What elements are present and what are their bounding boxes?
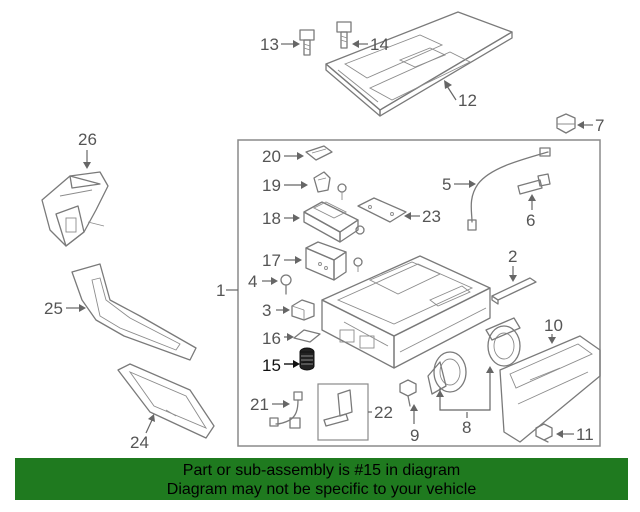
main-assembly-body — [321, 255, 491, 369]
part-18-module — [303, 201, 359, 243]
callout-13: 13 — [260, 35, 279, 54]
callout-19: 19 — [262, 176, 281, 195]
callout-3: 3 — [262, 301, 271, 320]
callout-2: 2 — [508, 247, 517, 266]
callout-14: 14 — [370, 35, 389, 54]
footer-line-1: Part or sub-assembly is #15 in diagram — [182, 462, 461, 479]
part-24-lower-bracket — [117, 363, 215, 439]
part-20-clip — [305, 145, 333, 161]
callout-16: 16 — [262, 329, 281, 348]
part-21-wire — [269, 391, 303, 429]
part-4-screw — [280, 274, 292, 295]
part-13-bolt — [299, 29, 315, 56]
callout-23: 23 — [422, 207, 441, 226]
part-10-cover — [499, 335, 601, 443]
callout-7: 7 — [595, 116, 604, 135]
part-2-bar — [491, 277, 537, 305]
callout-4: 4 — [248, 272, 257, 291]
part-9-bolt — [399, 379, 417, 407]
callout-18: 18 — [262, 209, 281, 228]
part-3-connector — [291, 299, 315, 321]
part-7-nut — [556, 113, 576, 134]
part-5-cable — [467, 147, 551, 231]
footer-banner: Part or sub-assembly is #15 in diagram D… — [15, 458, 628, 500]
part-19-bracket — [313, 171, 331, 193]
part-16-pad — [293, 329, 321, 343]
part-14-bolt — [336, 21, 352, 49]
callout-15: 15 — [262, 356, 281, 375]
part-23-plate — [357, 197, 407, 223]
callout-6: 6 — [526, 211, 535, 230]
part-17-module — [305, 241, 347, 281]
part-25-long-bracket — [71, 263, 197, 361]
part-22-kit — [323, 389, 353, 427]
callout-21: 21 — [250, 395, 269, 414]
part-6-bolt — [517, 173, 551, 195]
callout-25: 25 — [44, 299, 63, 318]
callout-8: 8 — [462, 418, 471, 437]
callout-12: 12 — [458, 91, 477, 110]
callout-5: 5 — [442, 175, 451, 194]
callout-17: 17 — [262, 251, 281, 270]
callout-10: 10 — [544, 316, 563, 335]
footer-line-2: Diagram may not be specific to your vehi… — [166, 481, 477, 498]
callout-24: 24 — [130, 433, 149, 452]
callout-26: 26 — [78, 130, 97, 149]
callout-9: 9 — [410, 426, 419, 445]
part-15-highlighted — [299, 347, 315, 371]
part-11-bolt — [535, 423, 553, 443]
callout-11: 11 — [576, 425, 594, 444]
callout-20: 20 — [262, 147, 281, 166]
part-26-bracket — [41, 171, 109, 247]
part-12-tray — [325, 11, 513, 117]
assembly-frame — [237, 139, 601, 447]
part-8-duct — [427, 317, 521, 395]
callout-22: 22 — [374, 403, 393, 422]
callout-1: 1 — [216, 281, 225, 300]
